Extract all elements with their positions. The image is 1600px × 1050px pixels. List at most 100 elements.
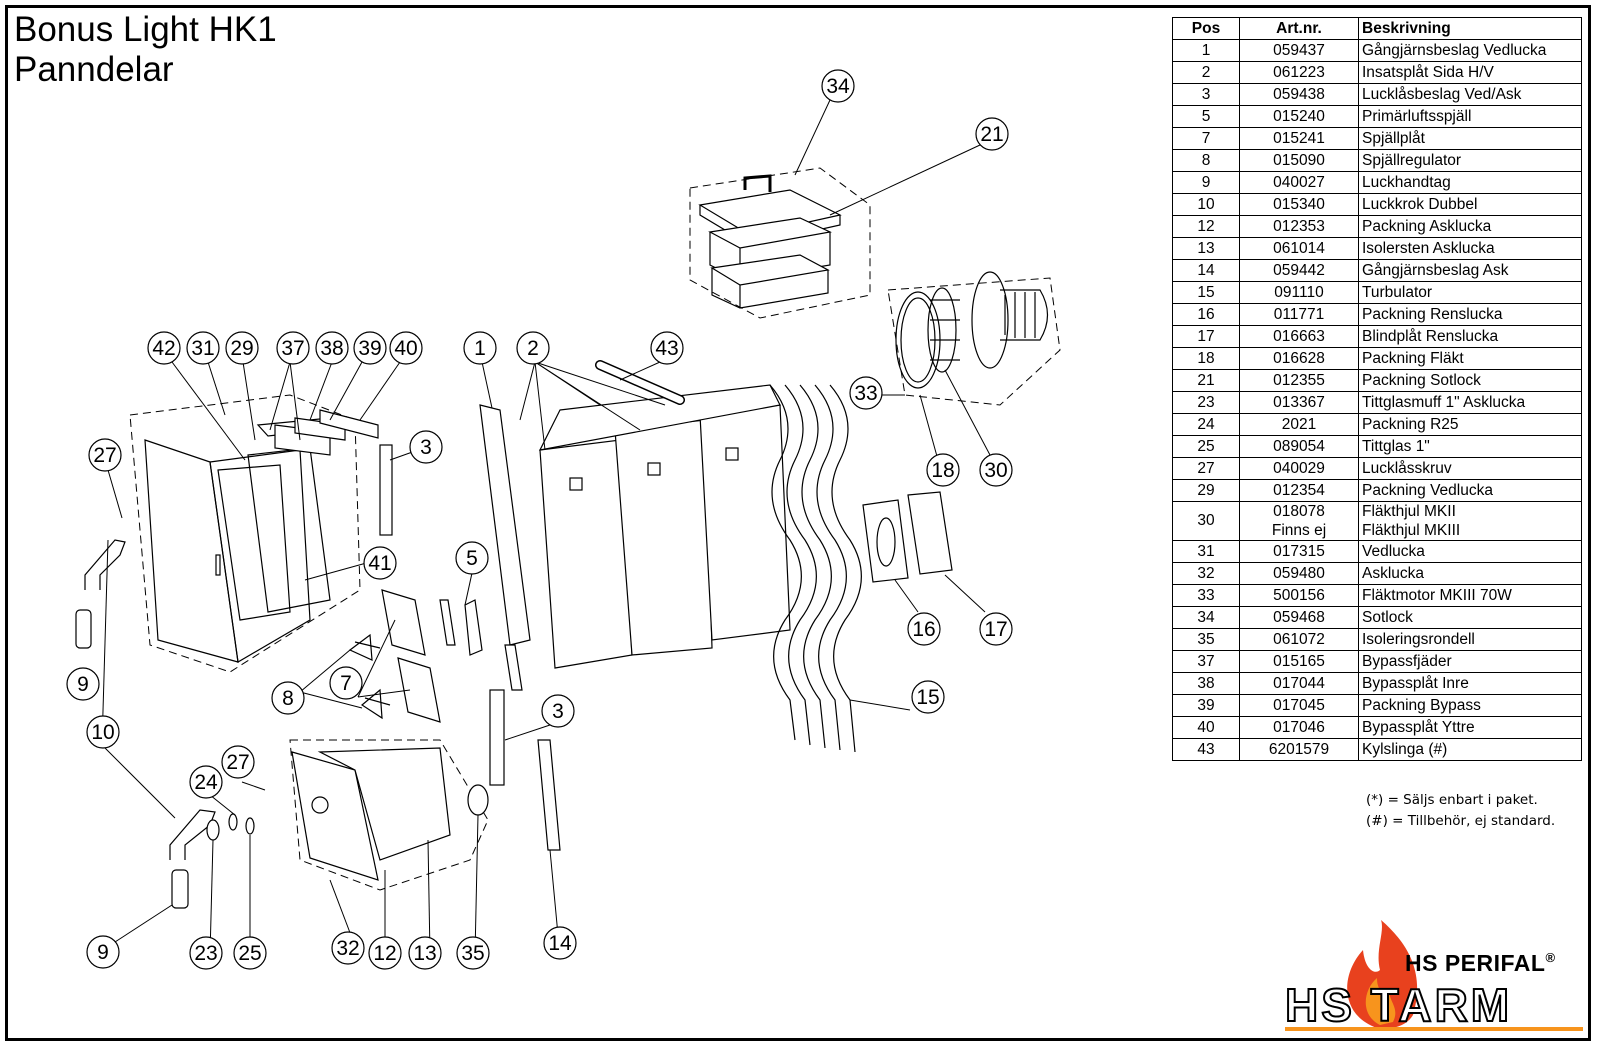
- cell-art: 015090: [1239, 149, 1359, 172]
- part-hinge-asklucka: [537, 739, 561, 851]
- callout-label: 10: [91, 721, 114, 744]
- cell-desc: Packning Sotlock: [1358, 369, 1582, 392]
- callout-label: 29: [230, 337, 253, 360]
- hs-tarm-logo: HS PERIFAL® HS TARM: [1284, 920, 1585, 1035]
- cell-art: 059438: [1239, 83, 1359, 106]
- part-insert-plates: [538, 384, 791, 669]
- callout-circle: [463, 331, 497, 365]
- cell-pos: 29: [1172, 479, 1240, 502]
- exploded-parts-diagram: 3421331830423129373839401243273415161798…: [66, 69, 1061, 970]
- part-damper-regulator-lower: [360, 688, 391, 720]
- callout-label: 32: [336, 937, 359, 960]
- callout-circle: [86, 715, 120, 749]
- part-cooling-coil: [595, 360, 685, 405]
- cell-art: 016663: [1239, 325, 1359, 348]
- callout-circle: [455, 541, 489, 575]
- cell-pos: 9: [1172, 171, 1240, 194]
- callout-label: 25: [238, 942, 261, 965]
- title-line-2: Panndelar: [14, 50, 174, 89]
- callout-circle: [979, 453, 1013, 487]
- cell-pos: 34: [1172, 606, 1240, 629]
- cell-pos: 1: [1172, 39, 1240, 62]
- callout-circle: [315, 331, 349, 365]
- cell-art: 012353: [1239, 215, 1359, 238]
- callout-label: 27: [226, 751, 249, 774]
- callout-circle: [907, 612, 941, 646]
- cell-pos: 15: [1172, 281, 1240, 304]
- cell-art: 061223: [1239, 61, 1359, 84]
- cell-desc: Asklucka: [1358, 562, 1582, 585]
- cell-art: 059468: [1239, 606, 1359, 629]
- callout-circle: [331, 931, 365, 965]
- part-blindplate: [907, 491, 953, 575]
- callout-label: 24: [194, 771, 218, 794]
- callout-circle: [979, 612, 1013, 646]
- callout-label: 12: [373, 942, 396, 965]
- callout-circle: [88, 438, 122, 472]
- cell-pos: 38: [1172, 672, 1240, 695]
- cell-art: 017046: [1239, 716, 1359, 739]
- callout-label: 21: [980, 123, 1003, 146]
- cell-art: 011771: [1239, 303, 1359, 326]
- cell-pos: 25: [1172, 435, 1240, 458]
- cell-art: 013367: [1239, 391, 1359, 414]
- cell-pos: 3: [1172, 83, 1240, 106]
- part-fan-assembly: [887, 271, 1061, 406]
- cell-art: 015240: [1239, 105, 1359, 128]
- callout-label: 9: [97, 941, 109, 964]
- callout-circle: [66, 667, 100, 701]
- part-turbulators: [769, 384, 862, 753]
- callout-circle: [456, 936, 490, 970]
- cell-desc: Luckkrok Dubbel: [1358, 193, 1582, 216]
- callout-circle: [541, 694, 575, 728]
- part-vedlucka: [129, 394, 361, 673]
- callout-circle: [221, 745, 255, 779]
- callout-label: 33: [854, 382, 877, 405]
- callout-circle: [86, 935, 120, 969]
- cell-art: 059437: [1239, 39, 1359, 62]
- cell-art-line: Finns ej: [1271, 522, 1327, 539]
- cell-desc: Gångjärnsbeslag Ask: [1358, 259, 1582, 282]
- cell-art: 500156: [1239, 584, 1359, 607]
- cell-pos: 5: [1172, 105, 1240, 128]
- callout-label: 31: [191, 337, 214, 360]
- callout-circle: [408, 936, 442, 970]
- part-sightglass-sleeve: [206, 819, 220, 841]
- part-damper-regulator-upper: [348, 633, 381, 661]
- part-door-hook-upper: [84, 539, 126, 590]
- cell-desc: Isoleringsrondell: [1358, 628, 1582, 651]
- cell-desc: Fläktmotor MKIII 70W: [1358, 584, 1582, 607]
- callout-label: 3: [420, 436, 432, 459]
- cell-desc: Blindplåt Renslucka: [1358, 325, 1582, 348]
- cell-desc: Turbulator: [1358, 281, 1582, 304]
- cell-pos: 12: [1172, 215, 1240, 238]
- callout-circle: [271, 681, 305, 715]
- cell-desc: Packning R25: [1358, 413, 1582, 436]
- cell-art: 012354: [1239, 479, 1359, 502]
- callout-label: 39: [358, 337, 381, 360]
- cell-desc: Luckhandtag: [1358, 171, 1582, 194]
- cell-pos: 24: [1172, 413, 1240, 436]
- callout-label: 35: [461, 942, 484, 965]
- cell-art: 061072: [1239, 628, 1359, 651]
- page-title: Bonus Light HK1 Panndelar: [14, 10, 277, 90]
- callout-label: 41: [368, 552, 391, 575]
